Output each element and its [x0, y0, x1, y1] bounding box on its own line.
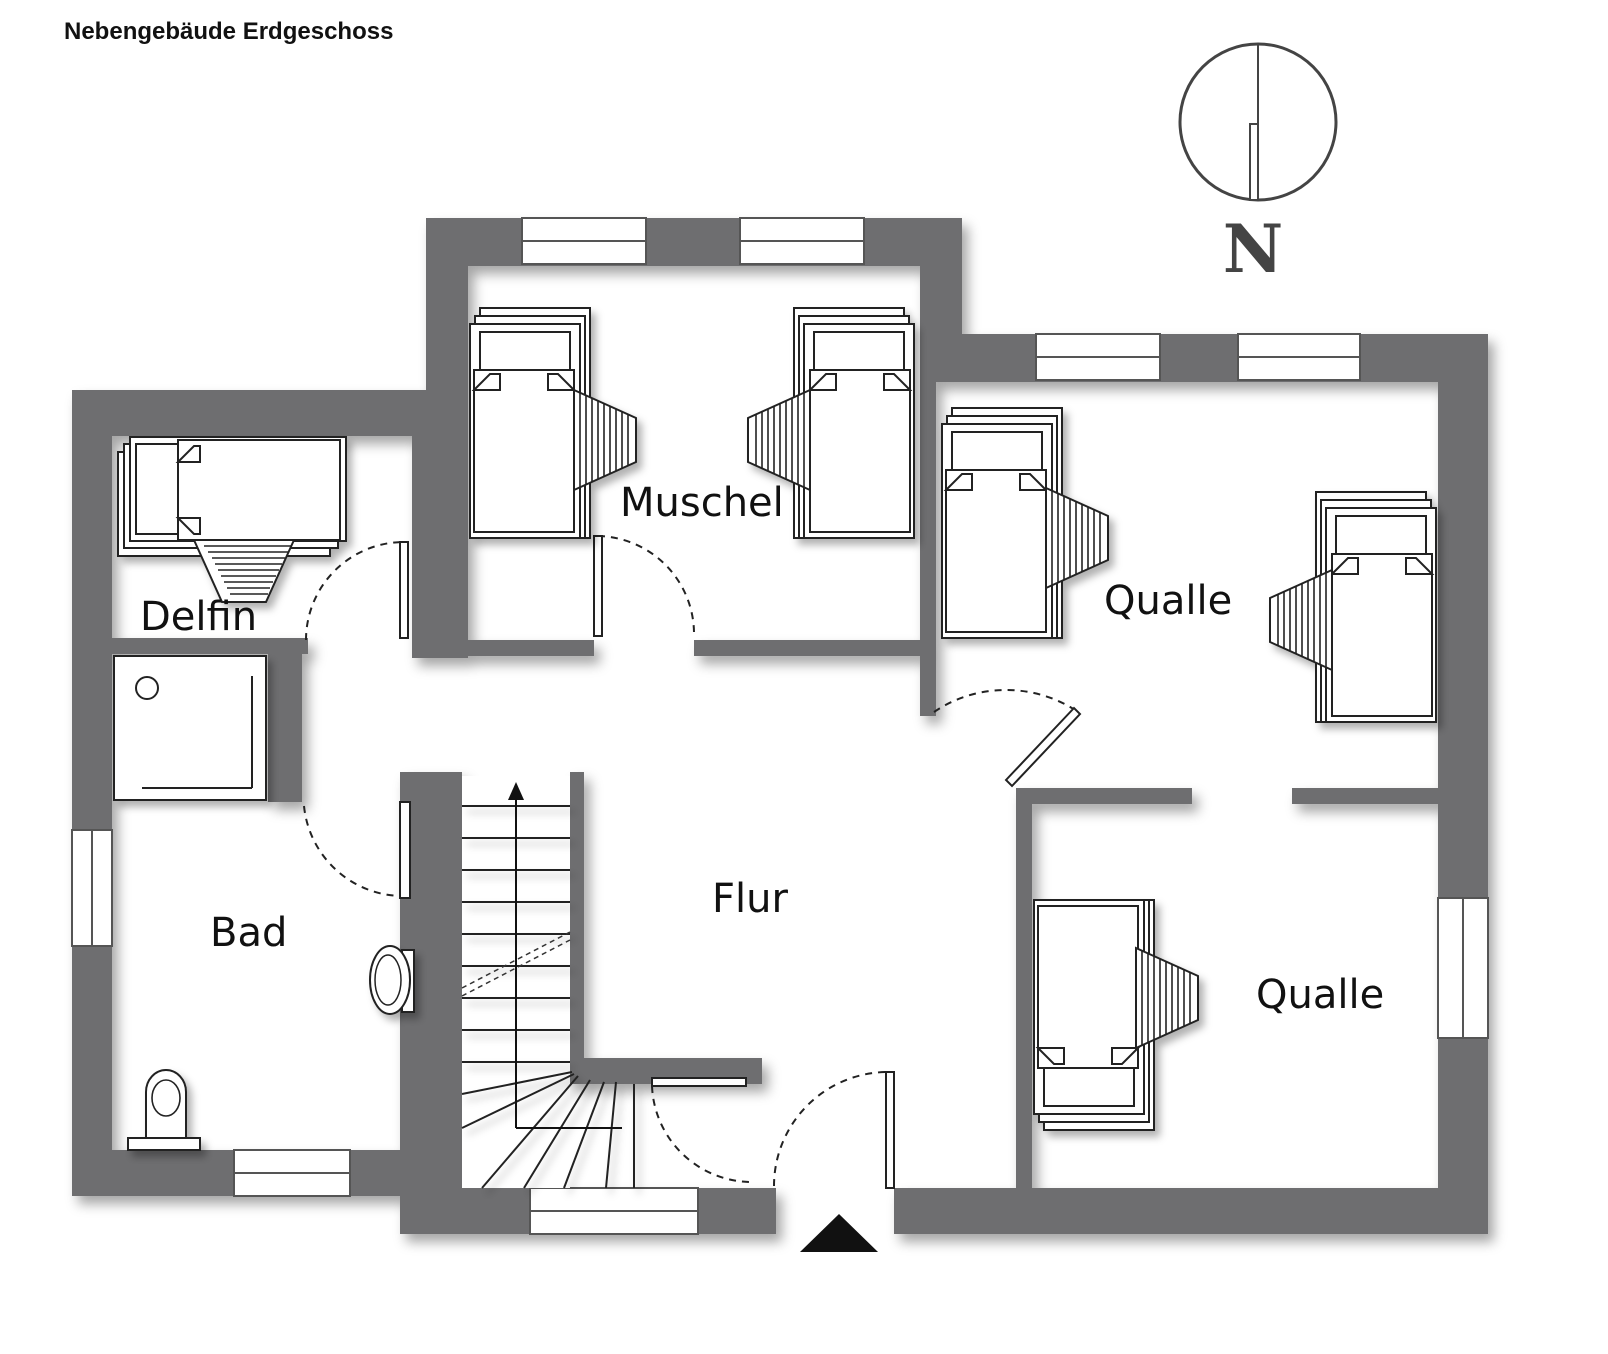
room-label-bad: Bad	[210, 910, 287, 956]
sink-icon	[369, 945, 415, 1015]
entrance-arrow-icon	[800, 1214, 878, 1252]
bunk-bed-icon	[117, 436, 347, 603]
windows	[71, 217, 1489, 1235]
toilet-icon	[127, 1069, 201, 1151]
doors	[303, 535, 1082, 1189]
shower-icon	[113, 655, 267, 801]
bunk-bed-icon	[469, 307, 637, 539]
room-label-flur: Flur	[712, 876, 788, 922]
room-label-qualle-bottom: Qualle	[1256, 972, 1384, 1018]
room-label-qualle-top: Qualle	[1104, 578, 1232, 624]
compass-north-label: N	[1223, 210, 1283, 288]
plan-title: Nebengebäude Erdgeschoss	[64, 18, 394, 45]
walls	[72, 218, 1488, 1234]
staircase	[461, 776, 635, 1189]
bunk-bed-icon	[1269, 491, 1437, 723]
room-label-muschel: Muschel	[620, 480, 784, 526]
compass-icon: N	[1178, 42, 1338, 288]
room-label-delfin: Delfin	[140, 594, 257, 640]
stair-direction-arrow-icon	[508, 782, 622, 1129]
bunk-bed-icon	[1033, 899, 1199, 1131]
bunk-bed-icon	[941, 407, 1109, 639]
